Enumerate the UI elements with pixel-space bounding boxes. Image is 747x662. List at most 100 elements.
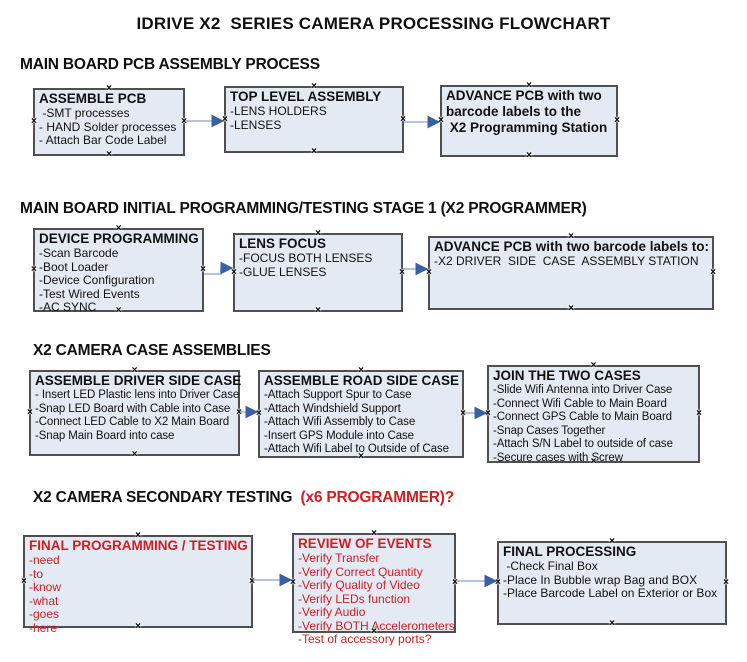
connection-handle-icon: × <box>590 456 597 467</box>
box-item: -Verify Transfer <box>298 551 380 565</box>
connection-handle-icon: × <box>135 530 141 541</box>
connection-handle-icon: × <box>27 407 33 418</box>
box-item: -Verify BOTH Accelerometers <box>298 618 455 633</box>
box-item: -Verify Quality of Video <box>298 578 420 592</box>
connection-handle-icon: × <box>31 116 37 127</box>
flow-box-advance-pcb-programming-station[interactable]: × × × × ADVANCE PCB with two barcode lab… <box>438 80 620 161</box>
box-item: -Place Barcode Label on Exterior or Box <box>503 586 718 600</box>
connection-handle-icon: × <box>609 536 615 547</box>
box-title-line: ADVANCE PCB with two <box>446 88 602 103</box>
section-header-case-assemblies: X2 CAMERA CASE ASSEMBLIES <box>33 342 271 359</box>
connection-handle-icon: × <box>485 408 491 419</box>
box-title: ASSEMBLE PCB <box>39 91 147 106</box>
box-title: FINAL PROGRAMMING / TESTING <box>29 538 248 553</box>
connection-handle-icon: × <box>568 303 574 314</box>
connection-handle-icon: × <box>568 231 574 242</box>
box-item: -Verify Correct Quantity <box>298 564 423 579</box>
box-item: -SMT processes <box>39 106 130 120</box>
box-item: -Connect LED Cable to X2 Main Board <box>35 416 230 428</box>
box-item: -Attach Support Spur to Case <box>264 389 412 401</box>
connection-handle-icon: × <box>609 618 615 629</box>
box-item: -Slide Wifi Antenna into Driver Case <box>493 384 673 396</box>
box-item: - HAND Solder processes <box>39 119 177 134</box>
connection-handle-icon: × <box>426 267 432 278</box>
box-item: -X2 DRIVER SIDE CASE ASSEMBLY STATION <box>434 254 699 268</box>
flow-box-final-processing[interactable]: × × × × FINAL PROCESSING -Check Final Bo… <box>495 536 729 629</box>
section-header-red-suffix: (x6 PROGRAMMER)? <box>300 489 455 506</box>
flow-box-top-level-assembly[interactable]: × × × × TOP LEVEL ASSEMBLY -LENS HOLDERS… <box>222 81 406 157</box>
connection-handle-icon: × <box>249 575 255 587</box>
box-item: -Snap Main Board into case <box>35 429 175 442</box>
box-title: ASSEMBLE ROAD SIDE CASE <box>264 373 460 388</box>
box-item: -know <box>29 580 62 594</box>
connection-handle-icon: × <box>115 223 122 234</box>
connection-handle-icon: × <box>256 408 262 419</box>
connection-handle-icon: × <box>131 365 138 376</box>
box-title: TOP LEVEL ASSEMBLY <box>230 89 382 104</box>
connection-handle-icon: × <box>315 228 321 239</box>
flow-box-assemble-pcb[interactable]: × × × × ASSEMBLE PCB -SMT processes - HA… <box>31 83 187 160</box>
connection-handle-icon: × <box>400 113 406 125</box>
box-item: -AC SYNC <box>39 300 97 314</box>
box-item: -Connect Wifi Cable to Main Board <box>493 397 667 410</box>
box-item: -Scan Barcode <box>39 246 119 260</box>
box-item: -Verify LEDs function <box>298 591 411 606</box>
box-title-line: X2 Programming Station <box>446 120 608 135</box>
flow-box-review-of-events[interactable]: × × × × REVIEW OF EVENTS -Verify Transfe… <box>290 528 458 646</box>
box-item: -here <box>29 620 58 635</box>
box-item: - Attach Bar Code Label <box>39 133 167 147</box>
box-item: -LENSES <box>230 117 282 132</box>
box-title: ASSEMBLE DRIVER SIDE CASE <box>35 373 242 388</box>
flow-box-advance-pcb-driver-side[interactable]: × × × × ADVANCE PCB with two barcode lab… <box>426 231 716 314</box>
page-title: IDRIVE X2 SERIES CAMERA PROCESSING FLOWC… <box>136 14 611 33</box>
connection-handle-icon: × <box>526 80 532 91</box>
section-header-initial-programming: MAIN BOARD INITIAL PROGRAMMING/TESTING S… <box>20 200 587 217</box>
section-header-secondary-testing: X2 CAMERA SECONDARY TESTING (x6 PROGRAMM… <box>33 489 454 507</box>
flow-box-lens-focus[interactable]: × × × × LENS FOCUS -FOCUS BOTH LENSES -G… <box>231 228 405 316</box>
connection-handle-icon: × <box>358 451 364 462</box>
box-item: -Attach Wifi Assembly to Case <box>264 416 416 428</box>
box-item: -Attach S/N Label to outside of case <box>493 438 673 450</box>
connection-handle-icon: × <box>723 577 729 588</box>
flow-box-join-the-two-cases[interactable]: × × × × JOIN THE TWO CASES -Slide Wifi A… <box>485 361 702 467</box>
box-title-line: barcode labels to the <box>446 104 582 119</box>
connection-handle-icon: × <box>311 81 317 92</box>
box-item: -Test Wired Events <box>39 286 140 301</box>
connection-handle-icon: × <box>358 365 364 376</box>
box-item: -Check Final Box <box>503 559 598 573</box>
flow-box-final-programming-testing[interactable]: × × × × FINAL PROGRAMMING / TESTING -nee… <box>21 530 255 635</box>
box-item: -Verify Audio <box>298 605 366 619</box>
flow-box-assemble-road-side-case[interactable]: × × × × ASSEMBLE ROAD SIDE CASE -Attach … <box>256 365 466 462</box>
box-item: -Attach Wifi Label to Outside of Case <box>264 443 449 455</box>
box-item: -goes <box>29 607 60 621</box>
connection-handle-icon: × <box>231 266 237 278</box>
section-header-pcb-assembly: MAIN BOARD PCB ASSEMBLY PROCESS <box>20 56 320 73</box>
box-title: DEVICE PROGRAMMING <box>39 231 199 246</box>
connection-handle-icon: × <box>696 408 702 419</box>
connection-handle-icon: × <box>222 113 228 125</box>
box-title: LENS FOCUS <box>239 236 327 251</box>
flow-box-assemble-driver-side-case[interactable]: × × × × ASSEMBLE DRIVER SIDE CASE - Inse… <box>27 365 242 460</box>
box-title: JOIN THE TWO CASES <box>493 368 641 383</box>
box-title: REVIEW OF EVENTS <box>298 536 432 551</box>
connection-handle-icon: × <box>135 621 141 632</box>
box-item: -Test of accessory ports? <box>298 632 432 646</box>
flow-arrow-3 <box>204 261 234 275</box>
box-item: -Attach Windshield Support <box>264 402 401 415</box>
box-item: -GLUE LENSES <box>239 264 327 279</box>
flow-box-device-programming[interactable]: × × × × DEVICE PROGRAMMING -Scan Barcode… <box>31 223 206 316</box>
box-item: -Secure cases with Screw <box>493 451 623 464</box>
connection-handle-icon: × <box>399 266 405 278</box>
connection-handle-icon: × <box>200 264 206 275</box>
connection-handle-icon: × <box>452 577 458 588</box>
connection-handle-icon: × <box>290 577 296 588</box>
box-item: -to <box>29 566 44 581</box>
connection-handle-icon: × <box>311 146 317 157</box>
connection-handle-icon: × <box>106 83 112 94</box>
connection-handle-icon: × <box>438 115 444 126</box>
connection-handle-icon: × <box>371 528 377 539</box>
box-item: -FOCUS BOTH LENSES <box>239 251 373 265</box>
box-item: -Snap LED Board with Cable into Case <box>35 402 231 415</box>
connection-handle-icon: × <box>460 408 466 419</box>
